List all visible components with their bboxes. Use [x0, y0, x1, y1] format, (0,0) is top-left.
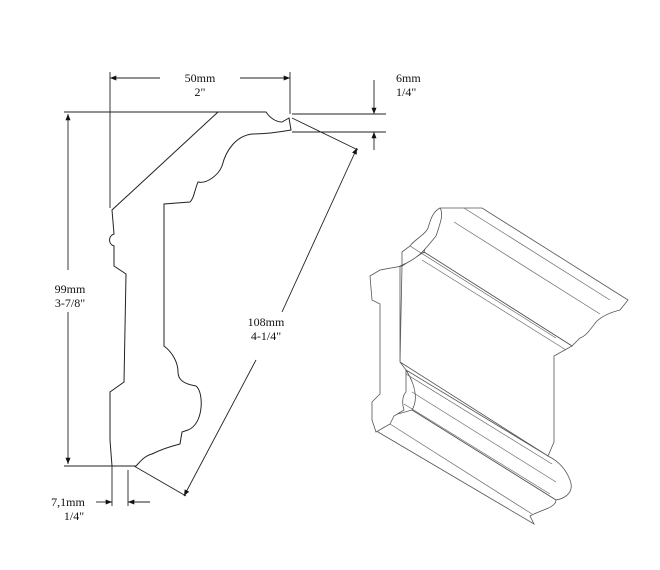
- dim-bottom-step: 7,1mm 1/4": [51, 495, 150, 523]
- dim-width-top: 50mm 2": [110, 71, 290, 99]
- diagonal-metric: 108mm: [248, 315, 285, 329]
- extension-lines: [64, 72, 386, 506]
- top-step-imperial: 1/4": [396, 85, 416, 99]
- dim-top-step: 6mm 1/4": [371, 71, 421, 150]
- bottom-step-imperial: 1/4": [64, 509, 84, 523]
- isometric-view: [369, 207, 629, 526]
- molding-profile: [109, 111, 292, 467]
- bottom-step-metric: 7,1mm: [51, 495, 85, 509]
- diagonal-imperial: 4-1/4": [251, 329, 281, 343]
- dim-height: 99mm 3-7/8": [55, 114, 86, 464]
- top-step-metric: 6mm: [396, 71, 421, 85]
- dim-diagonal: 108mm 4-1/4": [183, 147, 358, 497]
- width-top-imperial: 2": [195, 85, 206, 99]
- width-top-metric: 50mm: [185, 71, 216, 85]
- height-metric: 99mm: [55, 282, 86, 296]
- height-imperial: 3-7/8": [55, 296, 85, 310]
